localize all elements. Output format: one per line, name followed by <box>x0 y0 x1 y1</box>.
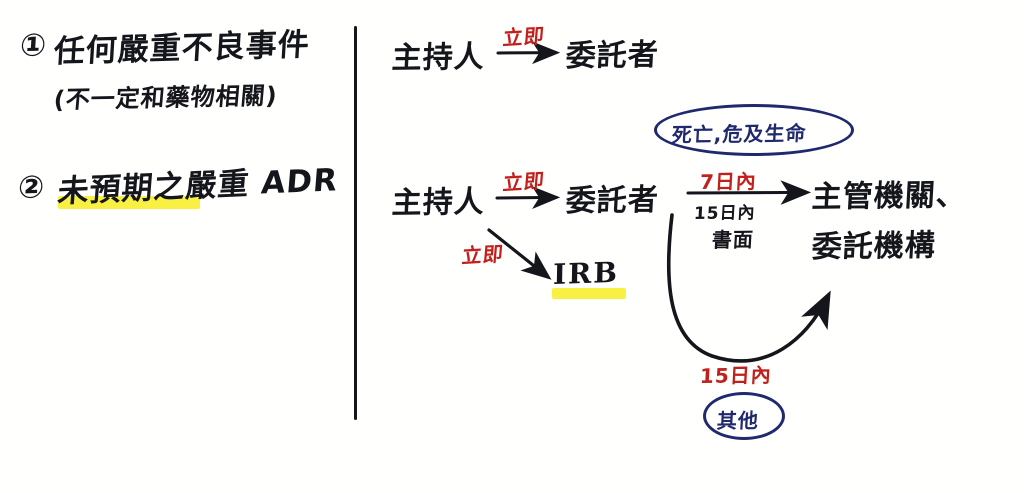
flow-bottom-source: 主持人 <box>390 184 486 222</box>
left-item-2-marker: ② <box>16 169 47 207</box>
arrow-bottom-immediate <box>495 186 561 210</box>
authority-arrow-label-below-2: 書面 <box>711 227 755 253</box>
authority-node-line1: 主管機關、 <box>810 177 968 216</box>
condition-oval-other-label: 其他 <box>716 408 760 434</box>
irb-arrow-label: 立即 <box>460 241 505 269</box>
condition-oval-fatal <box>654 104 854 156</box>
left-item-2-text: 未預期之嚴重 ADR <box>56 162 340 211</box>
left-item-1-text: 任何嚴重不良事件 <box>52 26 311 71</box>
authority-arrow-label-above: 7日內 <box>699 169 758 195</box>
flow-top-arrow-label: 立即 <box>501 23 546 51</box>
left-item-1-note: (不一定和藥物相關) <box>52 81 279 115</box>
flow-bottom-arrow-label: 立即 <box>501 168 546 196</box>
left-item-1-marker: ① <box>18 27 49 65</box>
condition-oval-fatal-label: 死亡,危及生命 <box>671 121 808 148</box>
flow-top-target: 委託者 <box>564 37 660 75</box>
authority-arrow-label-below-1: 15日內 <box>693 203 757 225</box>
highlight-irb <box>552 288 626 299</box>
curved-arrow-label: 15日內 <box>699 362 773 389</box>
flow-bottom-target: 委託者 <box>564 182 660 220</box>
irb-node-label: IRB <box>552 255 620 292</box>
authority-node-line2: 委託機構 <box>810 228 937 266</box>
condition-oval-other <box>703 392 785 440</box>
panel-divider <box>354 26 357 420</box>
flow-top-source: 主持人 <box>390 39 486 77</box>
highlight-item-2 <box>58 196 200 209</box>
